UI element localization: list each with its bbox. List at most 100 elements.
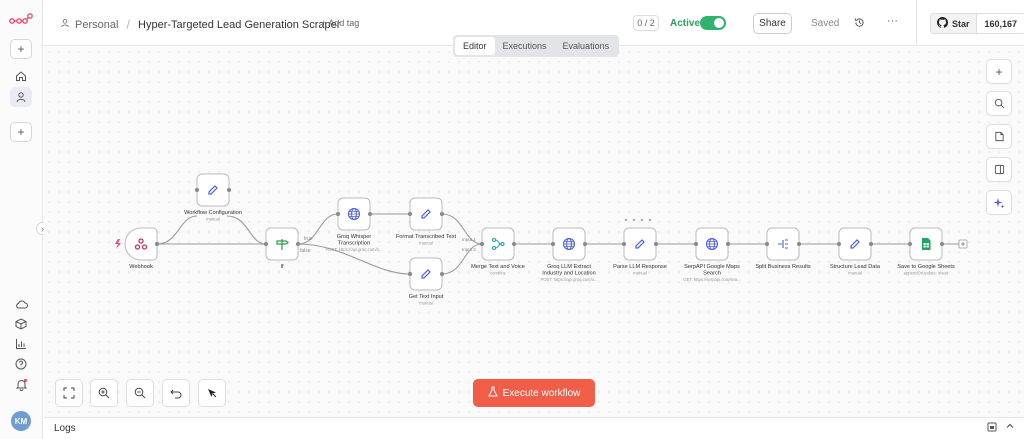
help-icon[interactable] xyxy=(10,354,32,374)
node-subtitle: manual xyxy=(419,241,433,246)
github-star-label: Star xyxy=(952,18,970,29)
node-subtitle: POST: https://api.groq.com/o... xyxy=(325,247,382,252)
pencil-icon xyxy=(208,185,218,195)
split-icon xyxy=(778,239,788,249)
tidy-up-cursor-icon[interactable] xyxy=(198,379,226,407)
flask-icon xyxy=(487,386,498,400)
node-toolbar-dots xyxy=(624,218,652,222)
node-title: Parse LLM Response xyxy=(613,264,667,270)
node-title-line2: Industry and Location xyxy=(542,271,596,277)
logs-label: Logs xyxy=(54,423,76,434)
edge-webhook-config xyxy=(156,215,198,245)
breadcrumb-personal[interactable]: Personal xyxy=(75,18,119,31)
edge-gettext-merge xyxy=(441,243,483,275)
chevron-up-icon[interactable] xyxy=(1005,421,1015,434)
zoom-out-icon[interactable] xyxy=(126,379,154,407)
edge-if-groq xyxy=(297,213,339,245)
active-toggle[interactable] xyxy=(700,16,726,30)
add-project-button[interactable]: + xyxy=(10,122,32,142)
fit-view-icon[interactable] xyxy=(55,379,83,407)
execute-workflow-button[interactable]: Execute workflow xyxy=(473,379,595,407)
github-star-count: 160,167 xyxy=(984,18,1018,29)
node-title: Webhook xyxy=(129,264,153,270)
notifications-bell-icon[interactable] xyxy=(10,374,32,394)
personal-user-icon[interactable] xyxy=(10,87,32,107)
home-icon[interactable] xyxy=(10,66,32,86)
github-icon xyxy=(937,17,949,30)
tab-executions[interactable]: Executions xyxy=(502,41,547,51)
node-title: Groq LLM Extract xyxy=(547,264,591,270)
execute-workflow-label: Execute workflow xyxy=(502,387,581,399)
user-avatar[interactable]: KM xyxy=(11,411,31,431)
create-button[interactable]: + xyxy=(10,39,32,59)
panel-toggle-icon[interactable] xyxy=(986,157,1012,182)
more-options-icon[interactable]: ··· xyxy=(887,15,898,27)
add-tag-link[interactable]: + Add tag xyxy=(321,18,360,28)
globe-icon xyxy=(347,207,361,221)
user-icon xyxy=(60,18,70,31)
n8n-logo-icon[interactable] xyxy=(9,12,33,30)
header-divider xyxy=(916,0,917,46)
tab-evaluations[interactable]: Evaluations xyxy=(562,41,610,51)
node-if[interactable]: If xyxy=(264,227,300,270)
webhook-icon xyxy=(134,238,148,250)
sticky-note-icon[interactable] xyxy=(986,124,1012,149)
node-title: Format Transcribed Text xyxy=(396,234,457,240)
node-split-results[interactable]: Split Business Results xyxy=(755,227,811,270)
connections xyxy=(156,213,959,275)
edge-label-input2: Input 2 xyxy=(462,247,476,252)
ai-sparkle-icon[interactable] xyxy=(986,190,1012,215)
zoom-in-icon[interactable] xyxy=(90,379,118,407)
node-subtitle: manual xyxy=(206,217,220,222)
insights-chart-icon[interactable] xyxy=(10,334,32,354)
search-icon[interactable] xyxy=(986,91,1012,116)
github-star-widget[interactable]: Star 160,167 xyxy=(930,13,1024,34)
templates-cube-icon[interactable] xyxy=(10,314,32,334)
node-subtitle: manual xyxy=(419,301,433,306)
node-subtitle: manual xyxy=(848,271,862,276)
node-subtitle: appendOrUpdate: sheet xyxy=(904,271,950,276)
pencil-icon xyxy=(421,269,431,279)
workflow-title[interactable]: Hyper-Targeted Lead Generation Scraper xyxy=(138,18,341,31)
node-title-line2: Transcription xyxy=(338,241,370,247)
node-title: Get Text Input xyxy=(409,294,444,300)
node-title: SerpAPI Google Maps xyxy=(684,264,740,270)
add-node-button[interactable]: + xyxy=(986,59,1012,84)
active-label: Active xyxy=(670,18,701,29)
node-title: If xyxy=(280,264,284,270)
edge-if-gettext xyxy=(297,243,411,275)
logs-panel[interactable]: Logs xyxy=(44,417,1024,439)
node-title: Workflow Configuration xyxy=(184,210,242,216)
globe-icon xyxy=(705,237,719,251)
edge-format-merge xyxy=(441,213,483,245)
add-node-plus-icon[interactable] xyxy=(958,239,968,249)
left-sidebar: + + KM › xyxy=(0,0,49,439)
merge-icon xyxy=(491,237,505,251)
tab-editor[interactable]: Editor xyxy=(455,37,495,55)
history-icon[interactable] xyxy=(854,17,865,31)
node-webhook[interactable]: Webhook xyxy=(124,227,159,270)
share-button[interactable]: Share xyxy=(753,13,792,34)
cloud-icon[interactable] xyxy=(10,294,32,314)
undo-icon[interactable] xyxy=(162,379,190,407)
pencil-icon xyxy=(850,239,860,249)
logs-popout-icon[interactable] xyxy=(987,422,997,435)
node-title: Groq Whisper xyxy=(337,234,372,240)
node-subtitle: manual xyxy=(633,271,647,276)
globe-icon xyxy=(562,237,576,251)
version-counter[interactable]: 0 / 2 xyxy=(633,15,659,31)
